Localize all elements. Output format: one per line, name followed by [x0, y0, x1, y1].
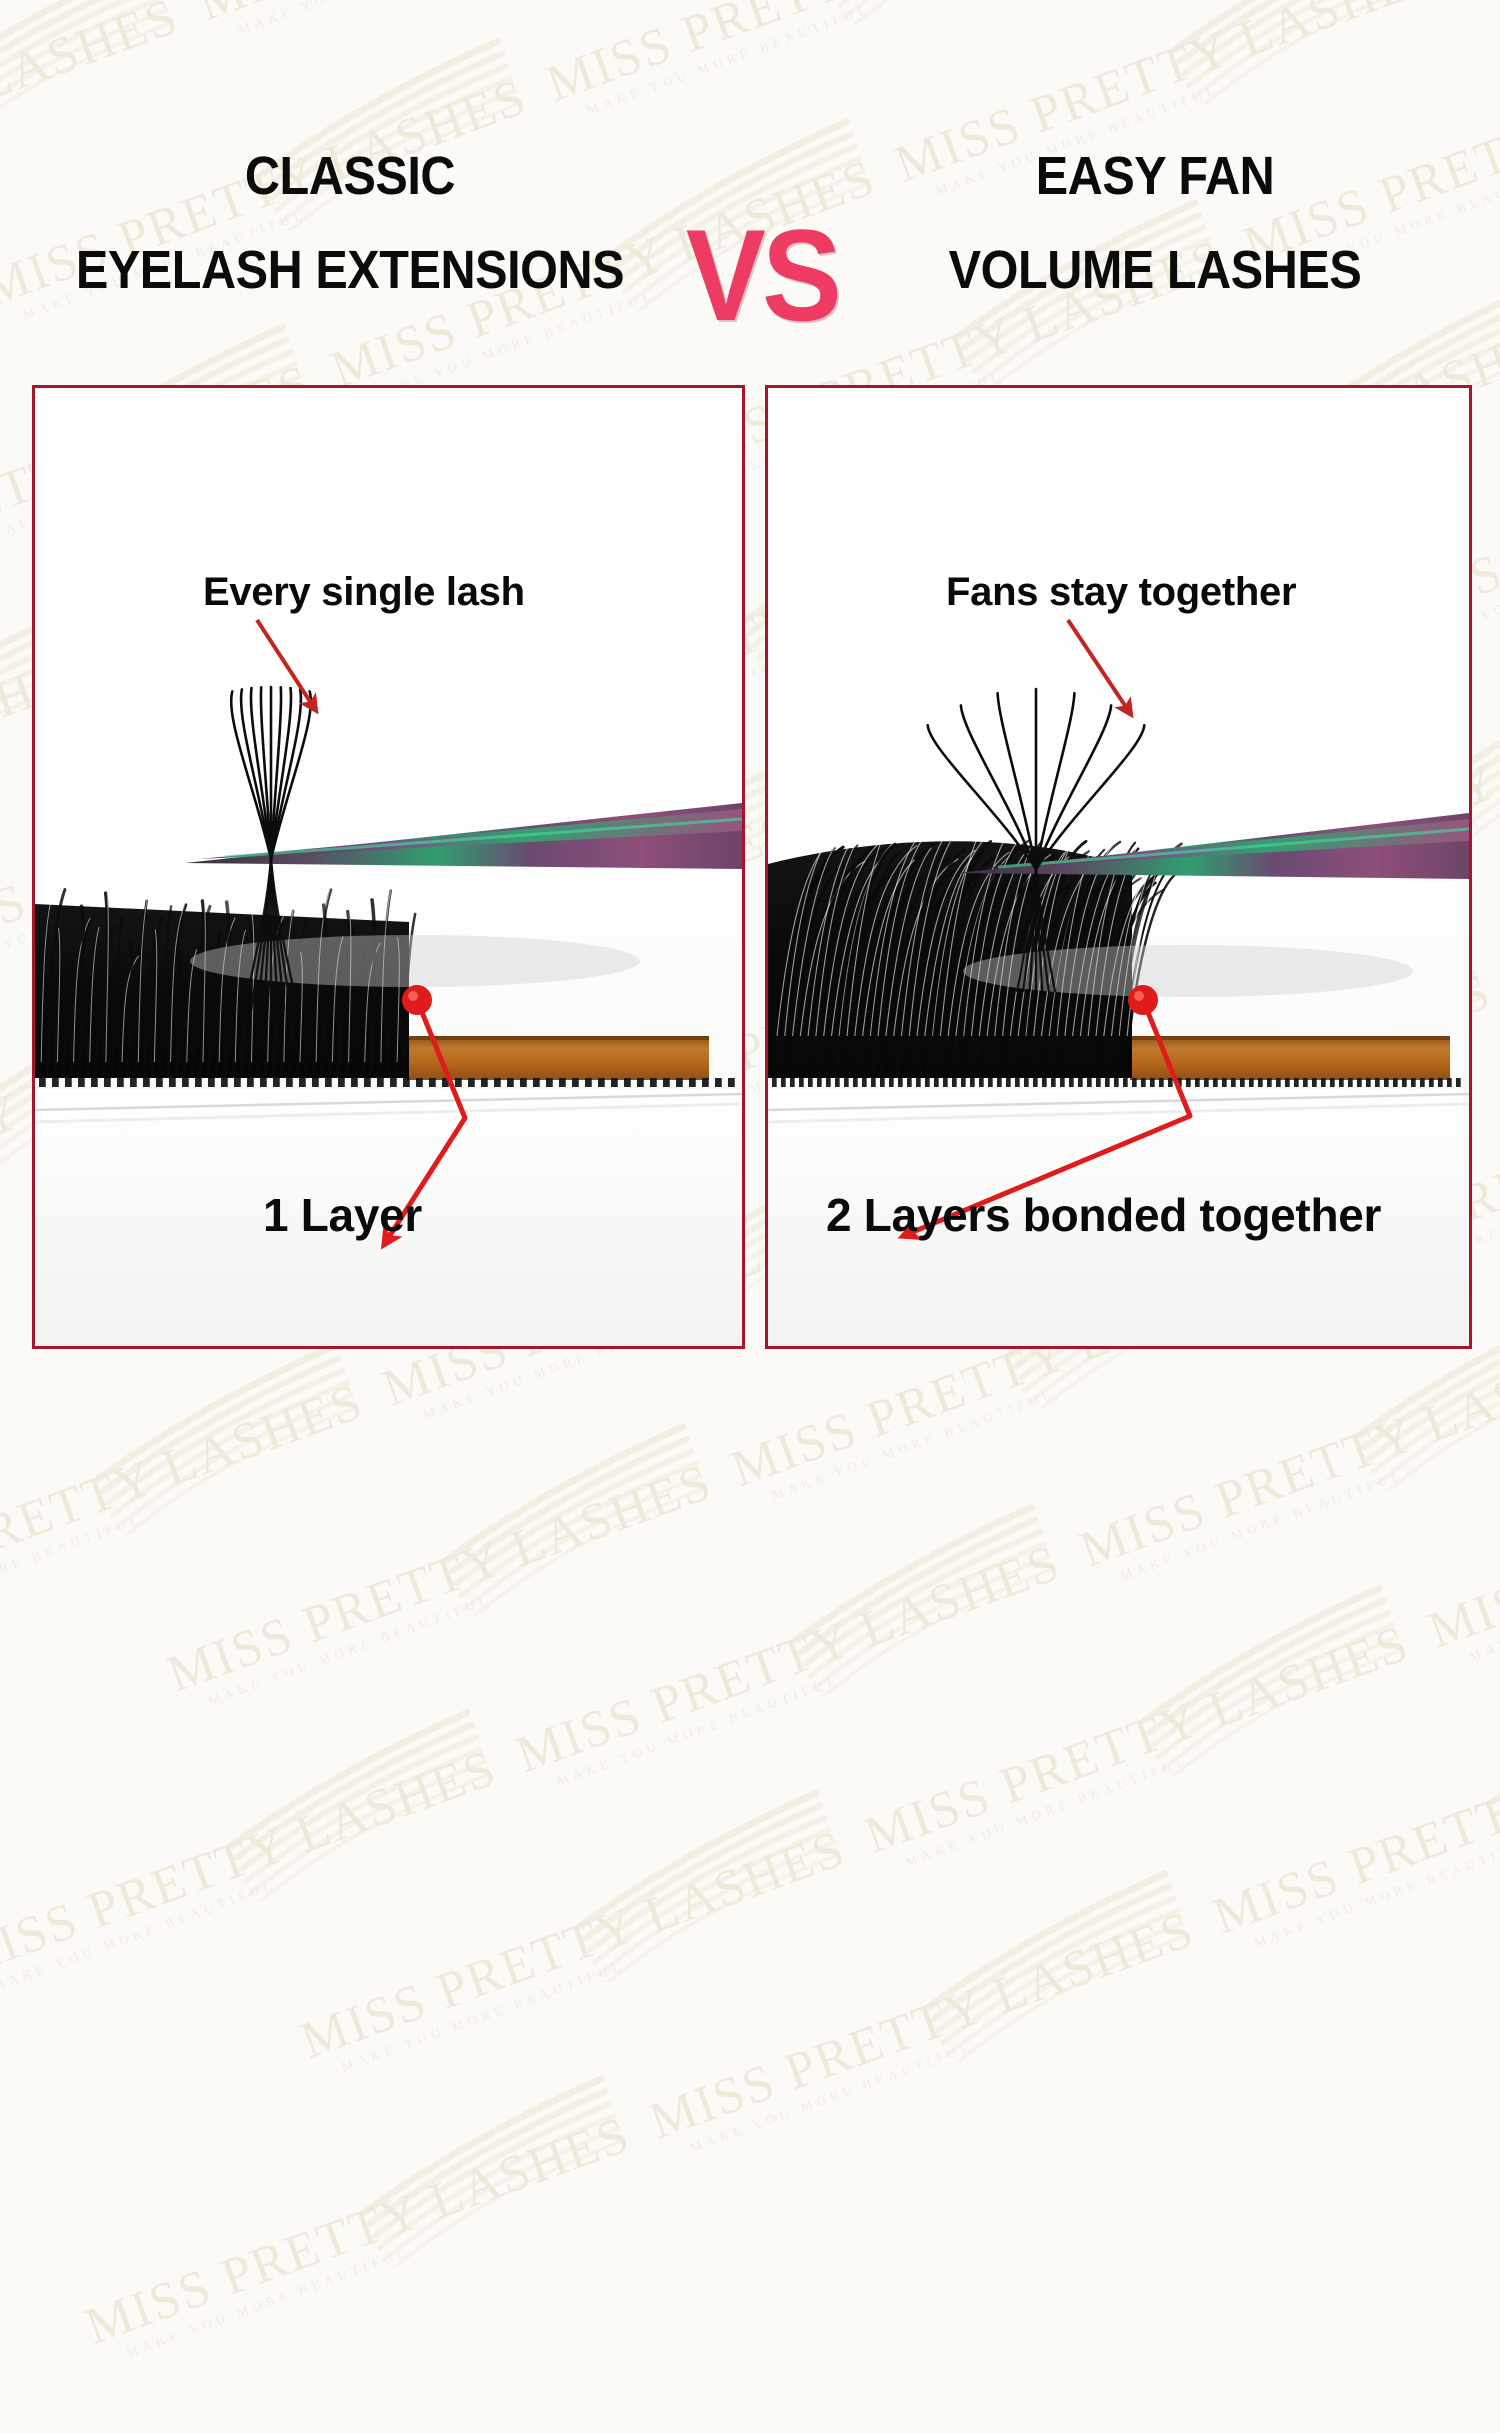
- headline-left-line2: EYELASH EXTENSIONS: [75, 240, 625, 301]
- comparison-panel-easy-fan: Fans stay together 2 Layers bonded toget…: [765, 385, 1472, 1349]
- headline: CLASSIC EYELASH EXTENSIONS VS EASY FAN V…: [0, 148, 1500, 348]
- callout-dot-highlight: [1134, 991, 1144, 1001]
- lash-wing-icon: [0, 0, 173, 153]
- lash-wing-icon: [444, 1423, 707, 1619]
- annotation-every-single-lash: Every single lash: [203, 570, 525, 614]
- lash-wing-icon: [228, 1709, 492, 1905]
- watermark-tagline: MAKE YOU MORE BEAUTIFUL: [236, 0, 524, 38]
- versus-label: VS: [685, 202, 842, 348]
- lash-wing-icon: [95, 1342, 358, 1539]
- annotation-fans-stay-together: Fans stay together: [946, 570, 1297, 614]
- lash-wing-icon: [1171, 0, 1434, 110]
- lash-wing-icon: [837, 0, 1086, 29]
- headline-left: CLASSIC EYELASH EXTENSIONS: [20, 148, 680, 298]
- callout-dot-highlight: [408, 991, 418, 1001]
- strip-base-gap: [768, 1087, 1469, 1090]
- lash-wing-icon: [1141, 1584, 1404, 1781]
- watermark-tagline: MAKE YOU MORE BEAUTIFUL: [688, 2038, 976, 2156]
- watermark-brand: MISS PRETTY LASHES: [857, 1614, 1417, 1865]
- watermark-tagline: MAKE YOU MORE BEAUTIFUL: [554, 1671, 843, 1789]
- headline-right-line2: VOLUME LASHES: [948, 240, 1362, 301]
- watermark-tagline: MAKE YOU MORE BEAUTIFUL: [1467, 1547, 1500, 1665]
- watermark-brand: MISS PRETTY LASHES: [1206, 1695, 1500, 1946]
- headline-left-line1: CLASSIC: [244, 146, 456, 206]
- lash-wing-icon: [362, 2075, 625, 2272]
- watermark-brand: MISS PRETTY LASHES: [78, 2105, 638, 2356]
- watermark-brand: MISS PRETTY LASHES: [0, 1372, 371, 1623]
- lash-wing-icon: [577, 1789, 840, 1986]
- watermark-tagline: MAKE YOU MORE BEAUTIFUL: [339, 1957, 627, 2075]
- watermark-tagline: MAKE YOU MORE BEAUTIFUL: [0, 1510, 145, 1628]
- lash-wing-icon: [792, 1504, 1056, 1700]
- watermark-tagline: MAKE YOU MORE BEAUTIFUL: [0, 1144, 12, 1261]
- watermark-tagline: MAKE YOU MORE BEAUTIFUL: [1251, 1833, 1500, 1950]
- watermark-brand: MISS PRETTY LASHES: [508, 1534, 1069, 1785]
- watermark-brand: MISS PRETTY LASHES: [1421, 1410, 1500, 1660]
- arrow-to-lash-fan: [1066, 618, 1134, 719]
- watermark-brand: MISS PRETTY LASHES: [293, 1820, 853, 2071]
- tweezer-shadow: [190, 935, 640, 987]
- watermark-tagline: MAKE YOU MORE BEAUTIFUL: [584, 0, 873, 118]
- arrow-to-lash-fan: [255, 618, 319, 715]
- watermark-tagline: MAKE YOU MORE BEAUTIFUL: [206, 1591, 494, 1709]
- watermark-tagline: MAKE YOU MORE BEAUTIFUL: [769, 1385, 1058, 1503]
- watermark-tagline: MAKE YOU MORE BEAUTIFUL: [124, 2243, 412, 2361]
- headline-right-line1: EASY FAN: [1035, 146, 1275, 206]
- lash-wing-icon: [926, 1870, 1189, 2066]
- watermark-brand: MISS PRETTY LASHES: [160, 1453, 720, 1704]
- lash-wing-icon: [1489, 1665, 1500, 1829]
- watermark-brand: MISS PRETTY LASHES: [190, 0, 750, 33]
- watermark-brand: MISS PRETTY LASHES: [1072, 1328, 1500, 1579]
- headline-right: EASY FAN VOLUME LASHES: [830, 148, 1480, 298]
- watermark-brand: MISS PRETTY LASHES: [642, 1900, 1202, 2151]
- watermark-tagline: MAKE YOU MORE BEAUTIFUL: [903, 1752, 1191, 1870]
- label-two-layers: 2 Layers bonded together: [826, 1189, 1382, 1241]
- watermark-brand: MISS PRETTY LASHES: [539, 0, 1099, 114]
- watermark-brand: MISS PRETTY LASHES: [0, 1739, 505, 1990]
- callout-leader-line: [897, 999, 1193, 1241]
- watermark-tagline: MAKE YOU MORE BEAUTIFUL: [0, 1877, 279, 1994]
- tape-top-shade: [407, 1036, 709, 1040]
- watermark-tagline: MAKE YOU MORE BEAUTIFUL: [1118, 1466, 1406, 1584]
- label-one-layer: 1 Layer: [263, 1189, 423, 1241]
- comparison-panel-classic: Every single lash 1 Layer: [32, 385, 745, 1349]
